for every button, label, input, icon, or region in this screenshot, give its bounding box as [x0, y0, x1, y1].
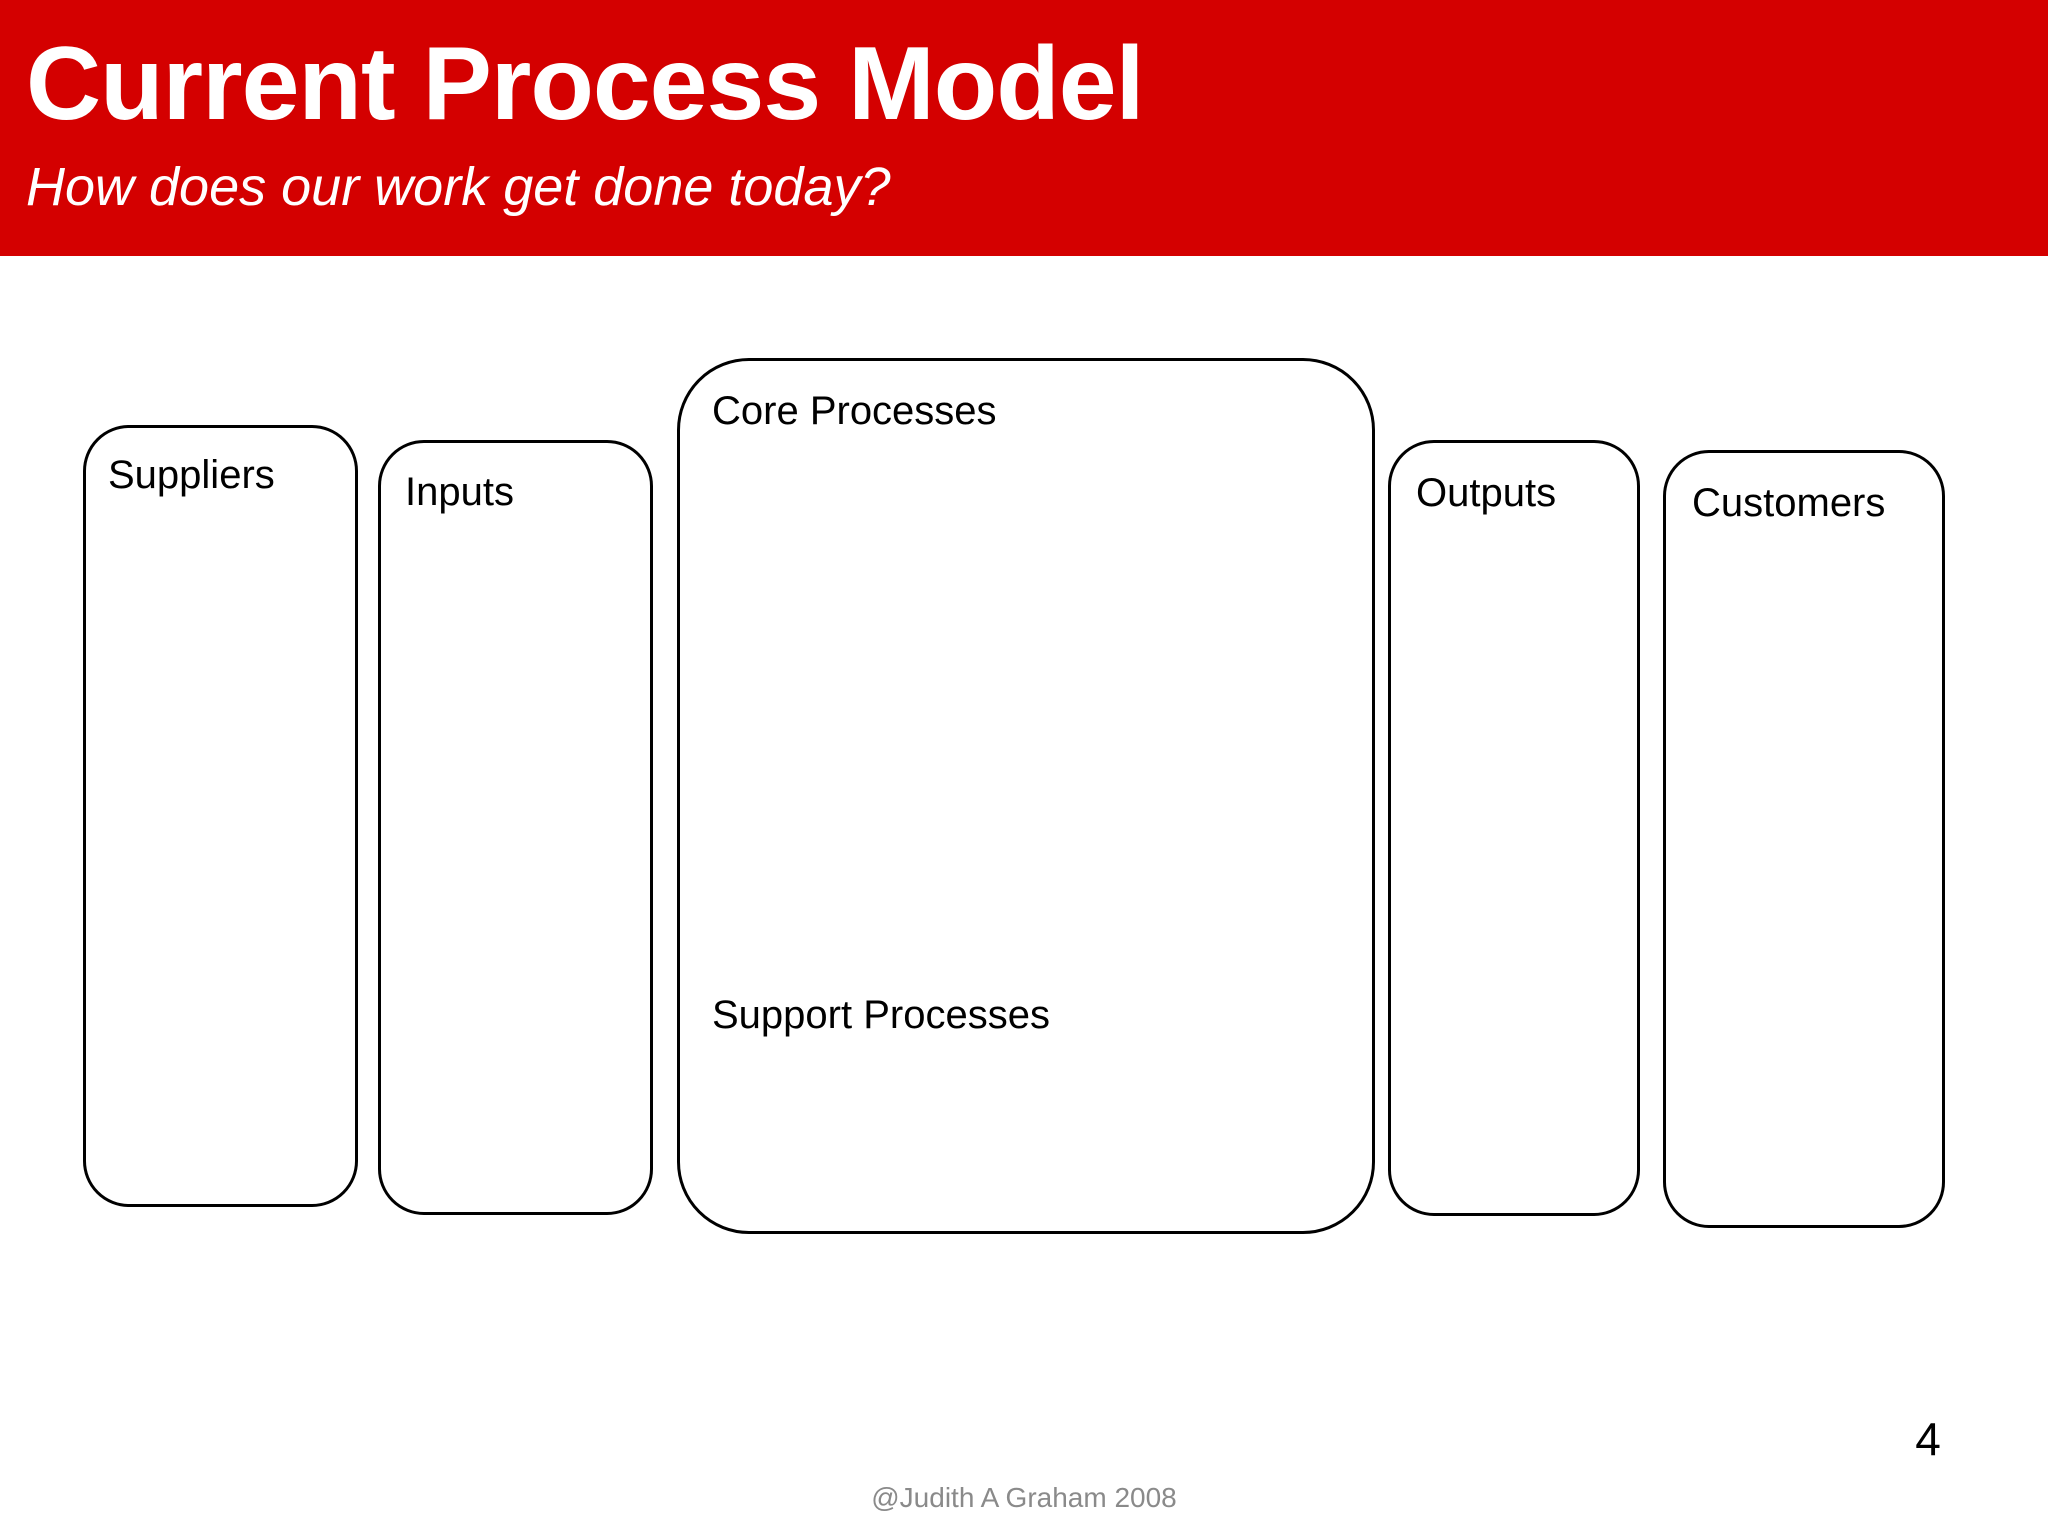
outputs-label: Outputs	[1416, 471, 1557, 515]
inputs-label: Inputs	[405, 470, 514, 514]
page-title: Current Process Model	[26, 26, 1145, 142]
process-model-diagram: Suppliers Inputs Core Processes Support …	[0, 256, 2048, 1376]
inputs-box[interactable]: Inputs	[378, 440, 653, 1215]
customers-box[interactable]: Customers	[1663, 450, 1945, 1228]
support-processes-label: Support Processes	[712, 993, 1050, 1037]
core-processes-label: Core Processes	[712, 389, 997, 433]
customers-label: Customers	[1692, 481, 1886, 525]
page-subtitle: How does our work get done today?	[26, 157, 891, 217]
outputs-box[interactable]: Outputs	[1388, 440, 1640, 1216]
core-processes-box[interactable]: Core Processes Support Processes	[677, 358, 1375, 1234]
header-banner: Current Process Model How does our work …	[0, 0, 2048, 256]
suppliers-box[interactable]: Suppliers	[83, 425, 358, 1207]
footer-credit: @Judith A Graham 2008	[871, 1482, 1177, 1513]
page-number: 4	[1915, 1413, 1941, 1465]
suppliers-label: Suppliers	[108, 453, 275, 497]
